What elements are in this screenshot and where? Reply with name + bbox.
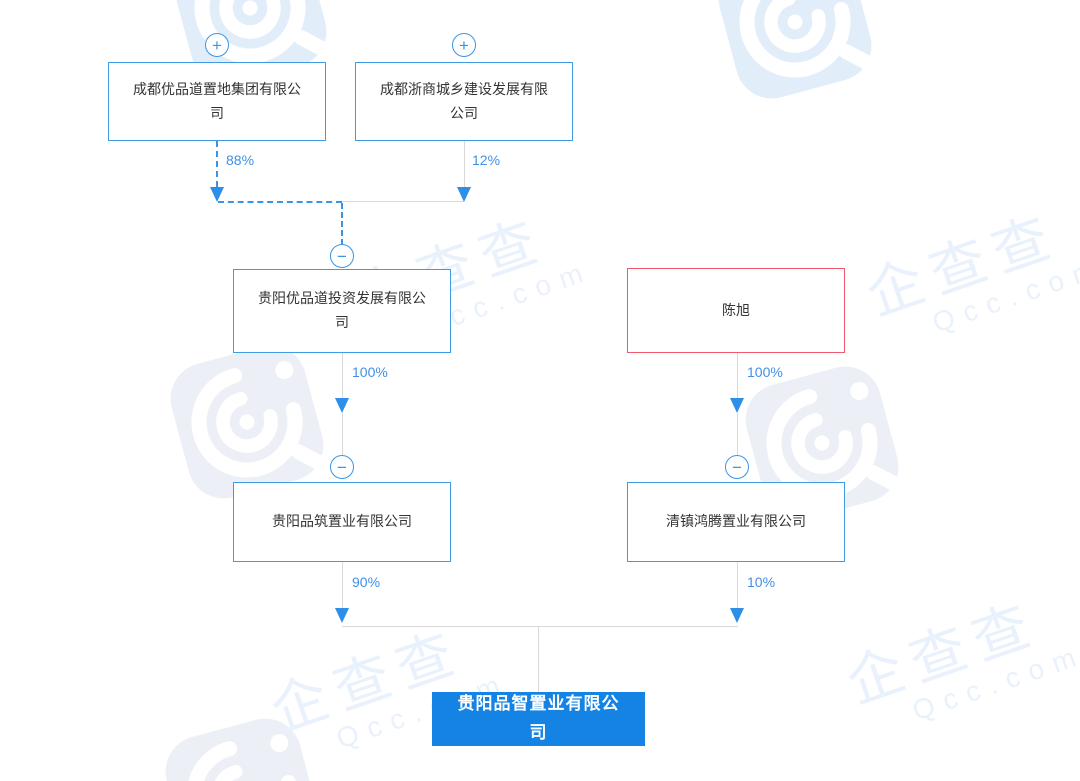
company-name-label: 清镇鸿腾置业有限公司 [666,513,806,530]
arrow-down-icon [335,398,349,413]
connector-line [342,562,343,608]
watermark-en-text: Qcc.com [846,0,1076,16]
arrow-down-icon [730,398,744,413]
connector-line [737,562,738,608]
company-node-chengdu-zheshang[interactable]: 成都浙商城乡建设发展有限公司 [355,62,573,141]
ownership-percent-label: 90% [352,574,381,590]
ownership-percent-label: 12% [472,152,501,168]
arrow-down-icon [210,187,224,202]
company-name-label: 贵阳品筑置业有限公司 [272,513,412,530]
qcc-text-watermark: 企查查 Qcc.com [839,581,1080,744]
arrow-down-icon [335,608,349,623]
qcc-logo-watermark [150,703,334,781]
collapse-icon[interactable]: − [330,244,354,268]
qcc-text-watermark: 企查查 Qcc.com [826,0,1076,16]
qcc-text-watermark: 企查查 Qcc.com [859,193,1080,356]
target-company-node-guiyang-pinzhi[interactable]: 贵阳品智置业有限公司 [432,692,645,746]
connector-line [342,353,343,398]
company-node-chengdu-youpindao-zhidi[interactable]: 成都优品道置地集团有限公司 [108,62,326,141]
qcc-logo-watermark [703,0,887,114]
connector-line [737,413,738,455]
connector-line [342,413,343,455]
watermark-cn-text: 企查查 [858,202,1067,327]
company-node-guiyang-pinzhu[interactable]: 贵阳品筑置业有限公司 [233,482,451,562]
person-name-label: 陈旭 [722,301,750,318]
connector-line [464,141,465,187]
ownership-percent-label: 100% [747,364,783,380]
expand-icon[interactable]: + [205,33,229,57]
connector-line [737,353,738,398]
watermark-en-text: Qcc.com [323,0,553,10]
watermark-en-text: Qcc.com [908,637,1080,727]
connector-line-dashed [218,201,342,203]
qcc-text-watermark: 企查查 Qcc.com [303,0,553,10]
connector-line [342,626,738,627]
collapse-icon[interactable]: − [330,455,354,479]
ownership-percent-label: 88% [226,152,255,168]
person-node-chenxu[interactable]: 陈旭 [627,268,845,353]
arrow-down-icon [730,608,744,623]
expand-icon[interactable]: + [452,33,476,57]
ownership-percent-label: 100% [352,364,388,380]
ownership-percent-label: 10% [747,574,776,590]
company-name-label: 成都浙商城乡建设发展有限公司 [380,80,548,121]
collapse-icon[interactable]: − [725,455,749,479]
watermark-en-text: Qcc.com [928,249,1080,339]
company-node-guiyang-youpindao[interactable]: 贵阳优品道投资发展有限公司 [233,269,451,353]
company-node-qingzhen-hongteng[interactable]: 清镇鸿腾置业有限公司 [627,482,845,562]
watermark-cn-text: 企查查 [838,590,1047,715]
arrow-down-icon [457,187,471,202]
connector-line-dashed [216,141,218,187]
company-name-label: 成都优品道置地集团有限公司 [133,80,301,121]
connector-line [538,626,539,692]
connector-line [342,201,464,202]
target-company-name-label: 贵阳品智置业有限公司 [457,694,620,742]
company-name-label: 贵阳优品道投资发展有限公司 [258,290,426,330]
connector-line-dashed [341,203,343,245]
